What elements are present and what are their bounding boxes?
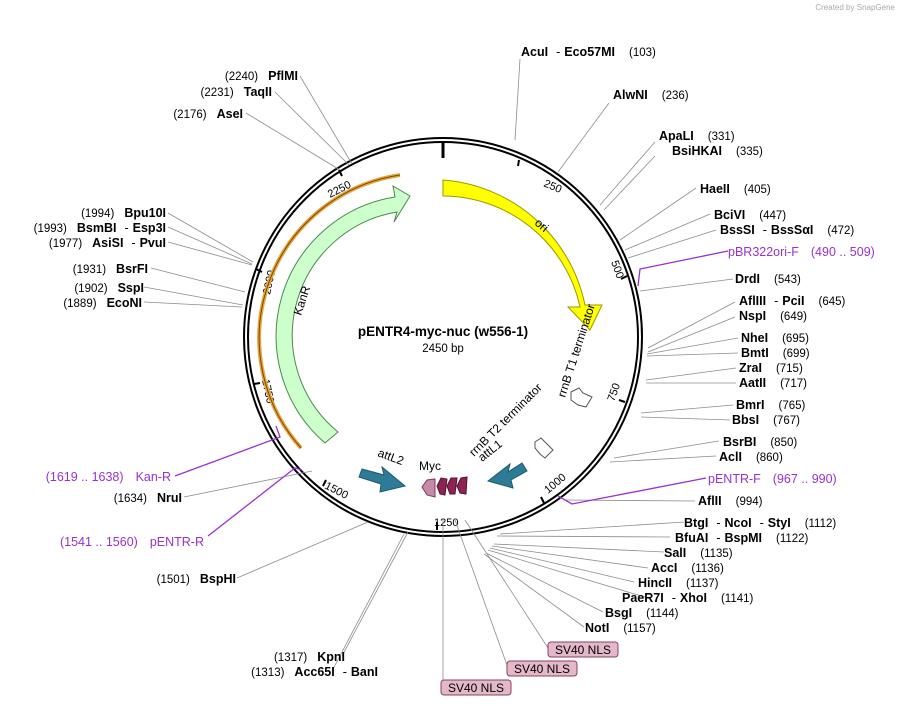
tick-1250: 1250	[434, 517, 458, 529]
attl2-arrow[interactable]	[358, 465, 407, 493]
site-sspi[interactable]: (1902)SspI	[74, 281, 144, 295]
site-bfuai[interactable]: BfuAI-BspMI(1122)	[675, 531, 809, 545]
site-bsrfi[interactable]: (1931)BsrFI	[73, 262, 148, 276]
site-bmti[interactable]: BmtI(699)	[741, 346, 810, 360]
kanr-arrow[interactable]	[275, 185, 411, 444]
site-asisi[interactable]: (1977)AsiSI-PvuI	[49, 236, 166, 250]
nls-label-1[interactable]: SV40 NLS	[555, 643, 611, 657]
site-apali[interactable]: ApaLI(331)	[659, 129, 735, 143]
site-pflmi[interactable]: (2240)PflMI	[225, 69, 298, 83]
site-paer7i[interactable]: PaeR7I-XhoI(1141)	[622, 591, 754, 605]
site-acci[interactable]: AccI(1136)	[651, 561, 724, 575]
site-bsphi[interactable]: (1501)BspHI	[157, 572, 236, 586]
nls-arrow-1[interactable]	[436, 477, 448, 496]
nls-arrow-2[interactable]	[446, 477, 458, 495]
primer-pbr322ori-f[interactable]: pBR322ori-F(490 .. 509)	[728, 245, 875, 259]
site-bsgi[interactable]: BsgI(1144)	[605, 606, 679, 620]
nls-labels: SV40 NLS SV40 NLS SV40 NLS	[440, 641, 619, 696]
primer-markers	[174, 250, 729, 537]
rrnb-t2-label: rrnB T2 terminator	[466, 381, 545, 460]
site-alwni[interactable]: AlwNI(236)	[613, 88, 689, 102]
right-site-labels: AcuI-Eco57MI(103) AlwNI(236) ApaLI(331) …	[521, 45, 875, 635]
site-acli[interactable]: AclI(860)	[719, 450, 783, 464]
primer-pentr-f[interactable]: pENTR-F(967 .. 990)	[708, 472, 837, 486]
rrnb-t2-terminator-icon[interactable]	[534, 437, 554, 459]
site-nhei[interactable]: NheI(695)	[741, 331, 809, 345]
tick-500: 500	[608, 259, 626, 280]
primer-kan-r[interactable]: (1619 .. 1638)Kan-R	[46, 470, 171, 484]
site-nspi[interactable]: NspI(649)	[739, 309, 807, 323]
site-noti[interactable]: NotI(1157)	[585, 621, 656, 635]
nls-leader-lines	[442, 519, 549, 687]
nls-label-2[interactable]: SV40 NLS	[514, 662, 570, 676]
left-site-labels: (1317)KpnI (1313)Acc65I-BanI (1501)BspHI…	[34, 69, 378, 679]
site-drdi[interactable]: DrdI(543)	[735, 272, 801, 286]
site-zrai[interactable]: ZraI(715)	[739, 361, 803, 375]
site-aflii[interactable]: AflII(994)	[698, 494, 763, 508]
site-acui[interactable]: AcuI-Eco57MI(103)	[521, 45, 656, 59]
site-bmri[interactable]: BmrI(765)	[736, 398, 806, 412]
site-btgi[interactable]: BtgI-NcoI-StyI(1112)	[684, 516, 836, 530]
plasmid-size: 2450 bp	[422, 343, 464, 355]
site-aatii[interactable]: AatII(717)	[739, 376, 807, 390]
primer-pentr-r[interactable]: (1541 .. 1560)pENTR-R	[60, 535, 204, 549]
site-econi[interactable]: (1889)EcoNI	[63, 296, 142, 310]
site-haeii[interactable]: HaeII(405)	[700, 182, 771, 196]
rrnb-t1-label: rrnB T1 terminator	[555, 302, 598, 399]
rrnb-t1-terminator-icon[interactable]	[570, 387, 593, 408]
nls-arrow-3[interactable]	[456, 476, 468, 495]
site-taqii[interactable]: (2231)TaqII	[201, 85, 273, 99]
nls-box-2	[506, 660, 578, 677]
site-sali[interactable]: SalI(1135)	[664, 546, 733, 560]
site-bsrbi[interactable]: BsrBI(850)	[723, 435, 797, 449]
nls-label-3[interactable]: SV40 NLS	[448, 681, 504, 695]
credit-brand: SnapGene	[856, 3, 895, 12]
nls-box-1	[547, 641, 619, 658]
myc-arrow[interactable]	[421, 478, 436, 498]
ori-arrow[interactable]	[442, 179, 603, 331]
scale-ticks	[253, 159, 628, 530]
site-bsihkai[interactable]: BsiHKAI(335)	[672, 144, 763, 158]
credit-prefix: Created by	[815, 3, 855, 12]
myc-label: Myc	[419, 459, 441, 473]
tick-750: 750	[606, 382, 624, 403]
kanr-primer-arc-inner	[258, 174, 401, 449]
site-bpu10i[interactable]: (1994)Bpu10I	[81, 206, 166, 220]
site-acc65i[interactable]: (1313)Acc65I-BanI	[251, 665, 378, 679]
snapgene-credit: Created by SnapGene	[815, 3, 895, 12]
site-afliii[interactable]: AflIII-PciI(645)	[739, 294, 846, 308]
site-bsmbi[interactable]: (1993)BsmBI-Esp3I	[34, 221, 166, 235]
attl1-arrow[interactable]	[486, 462, 528, 489]
site-kpni[interactable]: (1317)KpnI	[274, 650, 345, 664]
plasmid-name: pENTR4-myc-nuc (w556-1)	[358, 324, 528, 339]
attl2-label: attL2	[376, 446, 406, 468]
site-asei[interactable]: (2176)AseI	[173, 107, 243, 121]
site-bbsi[interactable]: BbsI(767)	[732, 413, 800, 427]
nls-box-3	[440, 679, 512, 696]
site-bcivi[interactable]: BciVI(447)	[714, 208, 786, 222]
site-nrui[interactable]: (1634)NruI	[114, 491, 182, 505]
site-bsssi[interactable]: BssSI-BssSαI(472)	[720, 223, 854, 237]
site-leader-lines	[143, 58, 739, 672]
site-hincii[interactable]: HincII(1137)	[638, 576, 719, 590]
